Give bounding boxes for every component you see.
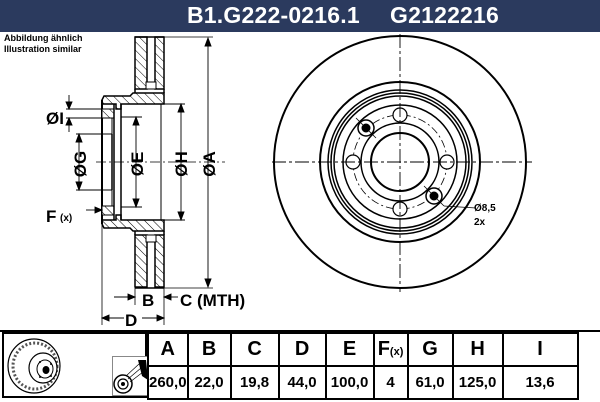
spec-value-B: 22,0 [186,365,232,400]
spec-header-E: E [324,332,375,367]
dim-label-C: C (MTH) [180,291,245,310]
spec-value-C: 19,8 [229,365,280,400]
dim-label-E: ØE [128,152,147,177]
spec-header-C: C [229,332,280,367]
hole-diameter-label: Ø8,5 [474,203,496,214]
spec-header-I: I [501,332,579,367]
dim-label-H: ØH [172,151,191,177]
illustration-note: Abbildung ähnlich Illustration similar [4,33,83,55]
dim-label-A: ØA [200,151,219,177]
spec-value-H: 125,0 [451,365,504,400]
spec-header-G: G [406,332,454,367]
spec-table-area [0,330,600,402]
table-image-cell [2,332,149,398]
dim-label-F: F [46,207,56,226]
spec-value-G: 61,0 [406,365,454,400]
spec-header-H: H [451,332,504,367]
note-english: Illustration similar [4,44,82,54]
title-bar: B1.G222-0216.1 G2122216 [0,0,600,32]
spec-value-F: 4 [372,365,409,400]
spec-value-A: 260,0 [147,365,189,400]
dim-label-G: ØG [71,151,90,177]
dimension-lines [65,36,212,322]
spec-value-I: 13,6 [501,365,579,400]
spec-header-F: F(x) [372,332,409,367]
note-german: Abbildung ähnlich [4,33,83,43]
reference-number: G2122216 [390,2,500,28]
spec-value-D: 44,0 [277,365,327,400]
spec-value-E: 100,0 [324,365,375,400]
spec-header-B: B [186,332,232,367]
dim-label-D: D [125,311,137,330]
part-number: B1.G222-0216.1 [187,2,360,28]
spec-value-row: 260,0 22,0 19,8 44,0 100,0 4 61,0 125,0 … [147,365,579,400]
spec-header-A: A [147,332,189,367]
spec-table: A B C D E F(x) G H I 260,0 22,0 19,8 44,… [147,332,579,400]
side-section-view [96,36,225,325]
dim-label-B: B [142,291,154,310]
technical-drawing: ØI ØG ØE ØH ØA F (x) B C (MTH) D [46,34,532,330]
brake-disc-thumbnail-icon [7,338,61,394]
spec-header-D: D [277,332,327,367]
dim-label-I: ØI [46,109,64,128]
front-view [272,34,532,292]
spec-header-row: A B C D E F(x) G H I [147,332,579,367]
hole-count-label: 2x [474,217,486,228]
coating-spray-icon [112,356,149,396]
dim-label-F-sub: (x) [60,213,72,224]
